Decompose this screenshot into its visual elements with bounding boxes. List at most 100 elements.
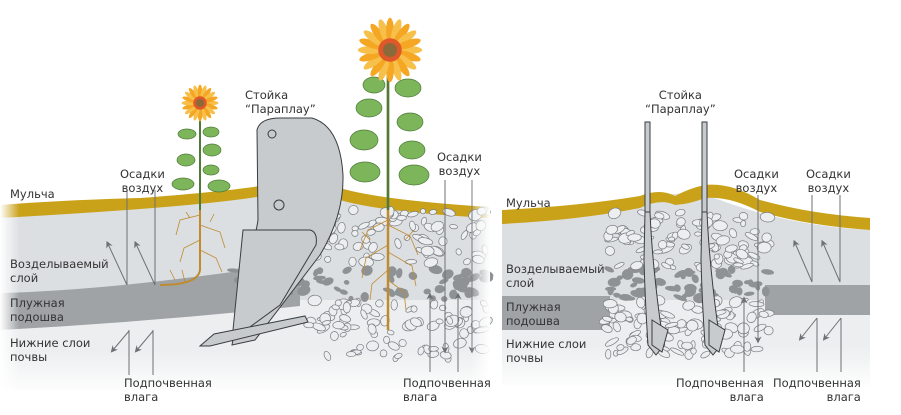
petal (393, 55, 410, 77)
petal (378, 56, 390, 81)
soil-stone (733, 257, 744, 264)
right-label-precipitation-2: Осадки воздух (806, 167, 851, 195)
soil-stone (740, 262, 754, 270)
petal (390, 19, 402, 44)
right-label-subsoil-moisture-1: Подпочвенная влага (676, 376, 764, 404)
soil-stone (727, 265, 736, 274)
left-label-subsoil-moisture-2: Подпочвенная влага (403, 376, 491, 404)
soil-stone (750, 346, 764, 353)
petal (370, 23, 387, 45)
soil-stone (753, 323, 767, 332)
soil-stone (608, 207, 622, 220)
soil-stone (677, 228, 691, 240)
petal (200, 85, 207, 100)
petal (203, 91, 216, 102)
soil-stone (684, 267, 694, 277)
petal (396, 50, 421, 62)
right-label-subsoil-moisture-2: Подпочвенная влага (773, 376, 861, 404)
soil-stone (743, 280, 752, 285)
soil-stone (631, 277, 645, 284)
soil-stone (686, 319, 699, 332)
soil-stone (735, 249, 749, 260)
petal (370, 55, 387, 77)
soil-stone (694, 231, 702, 237)
soil-stone (713, 253, 720, 260)
petal (182, 96, 197, 103)
soil-stone (761, 286, 770, 297)
soil-stone (673, 294, 687, 302)
flower-center (196, 99, 204, 107)
left-label-paraplow: Стойка “Параплау” (245, 88, 316, 116)
soil-stone (612, 321, 621, 333)
soil-stone (604, 266, 615, 273)
petal (203, 96, 218, 103)
soil-stone (744, 232, 758, 241)
soil-stone (630, 343, 642, 352)
petal (188, 106, 199, 119)
soil-stone (676, 217, 686, 227)
soil-stone (748, 301, 765, 307)
soil-stone (684, 287, 697, 297)
petal (363, 53, 385, 70)
soil-stone (661, 262, 672, 270)
petal (203, 103, 218, 110)
petal (203, 104, 216, 115)
soil-stone (749, 228, 761, 236)
right-panel (502, 121, 872, 390)
soil-stone (724, 244, 738, 253)
soil-stone (607, 287, 614, 296)
soil-stone (627, 233, 642, 242)
soil-stone (691, 274, 699, 284)
soil-stone (636, 296, 646, 309)
soil-stone (674, 269, 686, 278)
petal (201, 106, 212, 119)
soil-stone (630, 282, 638, 288)
left-label-mulch: Мульча (10, 187, 55, 201)
right-precip-arrows (740, 195, 842, 372)
soil-stone (736, 287, 743, 296)
petal (188, 87, 199, 100)
soil-stone (630, 261, 644, 271)
soil-stone (602, 299, 618, 309)
flower-center (383, 43, 397, 57)
right-label-cultivated-layer: Возделываемый слой (506, 262, 605, 290)
petal (200, 106, 207, 121)
soil-stone (670, 347, 685, 356)
soil-stone (728, 228, 738, 239)
soil-stone (616, 344, 625, 351)
soil-stone (715, 235, 730, 246)
soil-stone (758, 310, 769, 318)
petal (396, 38, 421, 50)
soil-stone (626, 336, 637, 345)
soil-stone (653, 249, 663, 255)
petal (193, 106, 200, 121)
petal (193, 85, 200, 100)
soil-stone (756, 241, 772, 254)
right-label-paraplow: Стойка “Параплау” (645, 88, 716, 116)
left-label-precipitation-1: Осадки воздух (120, 167, 165, 195)
soil-stone (759, 212, 776, 223)
soil-stone (660, 310, 675, 319)
soil-stone (728, 285, 738, 294)
soil-stone (602, 315, 613, 322)
petal (390, 56, 402, 81)
left-panel (0, 17, 494, 400)
soil-stone (738, 212, 749, 221)
soil-stone (712, 220, 728, 232)
soil-stone (733, 262, 744, 268)
petal (363, 30, 385, 47)
soil-stone (613, 262, 625, 269)
soil-stone (654, 277, 666, 286)
soil-stone (605, 224, 618, 235)
soil-stone (761, 232, 772, 243)
soil-stone (681, 243, 690, 250)
right-mulch-layer (502, 184, 870, 230)
soil-stone (665, 285, 679, 292)
petal (182, 103, 197, 110)
soil-stone (657, 240, 668, 250)
petal (184, 104, 197, 115)
soil-stone (604, 246, 615, 256)
soil-stone (700, 350, 711, 359)
right-label-precipitation-1: Осадки воздух (734, 167, 779, 195)
